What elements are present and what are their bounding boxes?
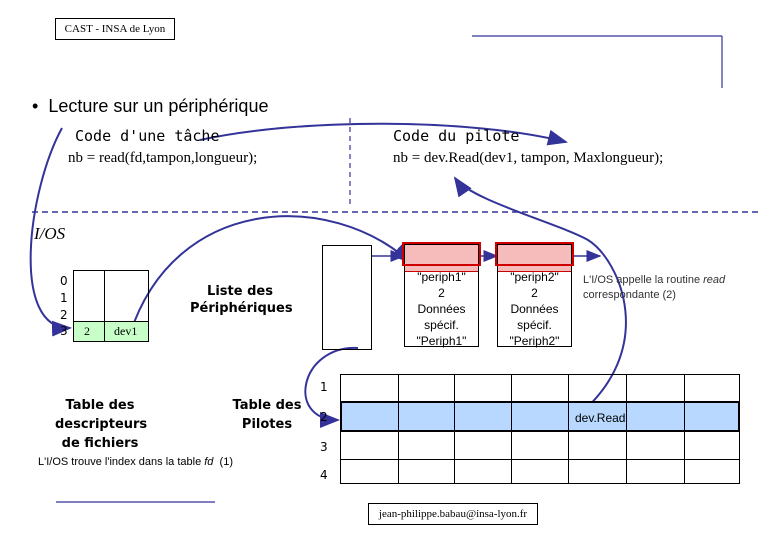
periph2-text: "periph2" 2 Données spécif. "Periph2" [497,269,572,349]
periph1-line: "Periph1" [416,334,467,348]
fd-row-line [73,321,149,322]
fd-table-label-line: descripteurs [55,417,148,432]
periph-list-head-box [322,245,372,350]
periph1-line: spécif. [424,318,459,332]
periph-list-label-line1: Liste des [207,284,273,299]
fd-table-divider [104,270,105,342]
devread-to-driver-arrow [453,176,627,419]
fd-table-label-line: Table des [65,398,135,413]
fd-table-label-line: de fichiers [61,436,139,451]
ios-calls-note: L'I/OS appelle la routine read correspon… [583,273,725,303]
pilotes-col-line [398,374,399,484]
fd-index-0: 0 [60,274,68,288]
footer-email-box: jean-philippe.babau@insa-lyon.fr [368,503,538,525]
bullet-title-text: Lecture sur un périphérique [48,96,269,116]
periph-list-label: Liste des Périphériques [190,283,293,317]
periph1-line: 2 [438,286,445,300]
periph2-line: 2 [531,286,538,300]
periph2-line: "periph2" [510,270,559,284]
pilotes-col-line [626,374,627,484]
ios-finds-note-italic: fd [204,456,214,468]
fd-table-label: Table des descripteurs de fichiers [55,396,148,453]
ios-finds-note-suffix: (1) [213,456,233,468]
pilotes-table-label-line: Pilotes [241,417,293,432]
pilotes-row-line [340,459,740,460]
header-source-text: CAST - INSA de Lyon [64,23,166,35]
ios-calls-note-italic: read [703,274,726,286]
ios-calls-note-line1: L'I/OS appelle la routine read [583,273,725,288]
pilotes-index-2: 2 [320,410,328,424]
periph1-text: "periph1" 2 Données spécif. "Periph1" [404,269,479,349]
pilotes-index-4: 4 [320,468,328,482]
fd-index-3: 3 [60,324,68,338]
pilotes-col-line [684,374,685,484]
driver-code-line: nb = dev.Read(dev1, tampon, Maxlongueur)… [393,150,664,166]
dev-to-periph-arrow [129,215,412,335]
fd-highlight-row [74,322,148,341]
to-pilotes-arrow [304,346,359,428]
ios-calls-note-line2: correspondante (2) [583,289,676,301]
driver-code-label: Code du pilote [393,127,520,145]
pilotes-index-1: 1 [320,380,328,394]
periph2-line: "Periph2" [509,334,560,348]
bullet-title: • Lecture sur un périphérique [32,96,268,117]
periph-list-label-line2: Périphériques [190,301,293,316]
periph1-line: Données [417,302,466,316]
periph2-header-border [495,242,574,266]
ios-finds-note: L'I/OS trouve l'index dans la table fd (… [38,456,233,468]
bullet-marker: • [32,96,39,116]
periph2-box [495,242,574,347]
task-code-line: nb = read(fd,tampon,longueur); [68,150,258,166]
pilotes-row2-value: dev.Read [575,411,626,425]
fd-arrow [29,127,72,337]
ios-finds-note-prefix: L'I/OS trouve l'index dans la table [38,456,205,468]
periph2-header [498,245,571,272]
task-code-label: Code d'une tâche [75,127,220,145]
periph1-header-border [402,242,481,266]
pilotes-col-line [511,374,512,484]
periph1-box [402,242,481,347]
periph2-line: spécif. [517,318,552,332]
periph1-header [405,245,478,272]
periph2-line: Données [510,302,559,316]
fd-row3-value: 2 [84,324,90,338]
footer-email-text: jean-philippe.babau@insa-lyon.fr [378,508,528,520]
periph1-line: "periph1" [417,270,466,284]
fd-index-2: 2 [60,308,68,322]
ios-calls-note-prefix: L'I/OS appelle la routine [583,274,704,286]
pilotes-col-line [568,374,569,484]
call-arrow [199,122,568,146]
fd-index-1: 1 [60,291,68,305]
fd-row3-device: dev1 [114,324,138,338]
pilotes-row2-border [340,401,740,432]
ios-label: I/OS [34,224,66,243]
pilotes-highlight-row [341,402,739,431]
pilotes-table-label: Table des Pilotes [222,396,312,434]
pilotes-index-3: 3 [320,440,328,454]
pilotes-table-label-line: Table des [232,398,302,413]
header-source-box: CAST - INSA de Lyon [55,18,175,40]
pilotes-col-line [454,374,455,484]
fd-table [73,270,149,342]
